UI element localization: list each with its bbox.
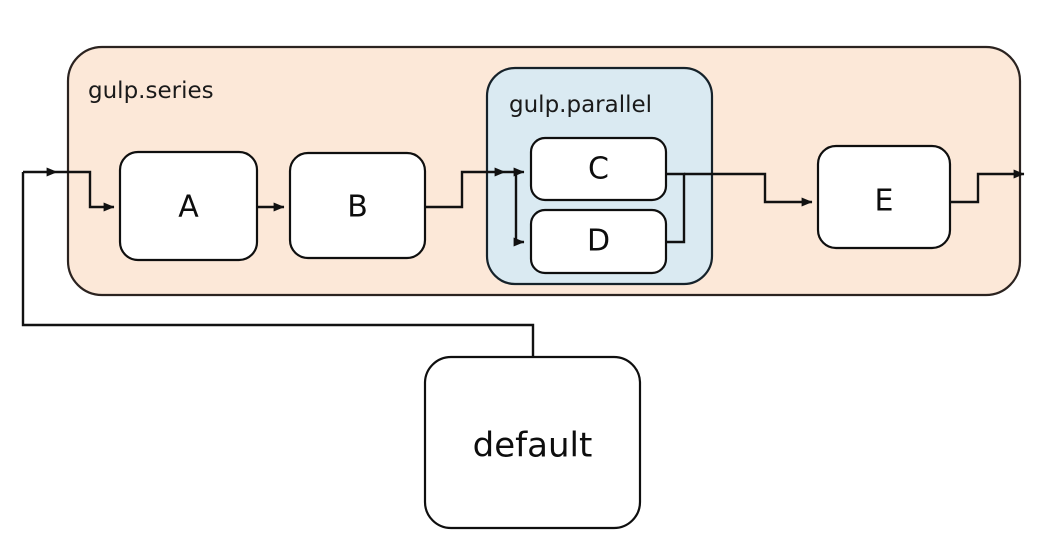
- node-e-label: E: [875, 184, 894, 219]
- edge-parallel-split: [505, 170, 525, 247]
- node-a-label: A: [178, 190, 199, 225]
- group-gulp-series-label: gulp.series: [88, 78, 214, 104]
- node-c[interactable]: C: [529, 136, 668, 202]
- node-e[interactable]: E: [816, 144, 952, 250]
- node-c-box[interactable]: [529, 136, 668, 202]
- node-default[interactable]: default: [423, 355, 642, 530]
- edge-c-merge: [666, 172, 686, 244]
- edge-e-to-exit: [950, 169, 1025, 204]
- node-a[interactable]: A: [118, 150, 259, 262]
- node-default-label: default: [473, 426, 593, 466]
- node-default-box[interactable]: [423, 355, 642, 530]
- edge-parallel-to-e: [684, 172, 813, 207]
- node-d-box[interactable]: [529, 208, 668, 275]
- group-gulp-parallel-label: gulp.parallel: [509, 92, 652, 118]
- edge-default-to-entry: [21, 172, 535, 357]
- node-e-box[interactable]: [816, 144, 952, 250]
- node-c-label: C: [588, 152, 609, 187]
- node-b-label: B: [347, 190, 368, 225]
- node-b-box[interactable]: [288, 151, 427, 260]
- node-d[interactable]: D: [529, 208, 668, 275]
- node-a-box[interactable]: [118, 150, 259, 262]
- node-d-label: D: [587, 224, 610, 259]
- edge-series-to-a: [57, 170, 115, 212]
- edge-b-to-parallel: [425, 167, 506, 209]
- node-b[interactable]: B: [288, 151, 427, 260]
